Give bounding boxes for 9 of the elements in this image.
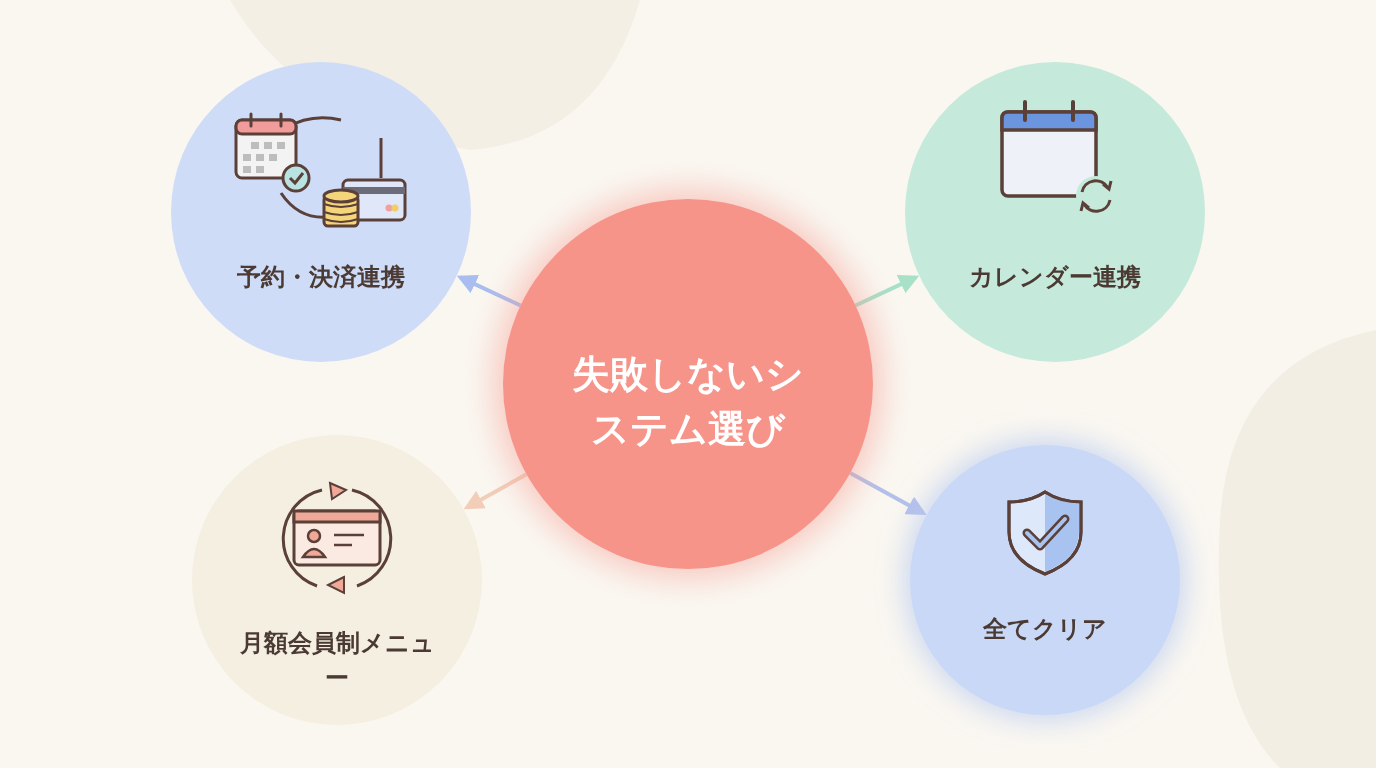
topic-label: カレンダー連携	[968, 262, 1142, 293]
arrow	[456, 275, 522, 308]
arrow	[854, 275, 920, 308]
arrow	[849, 471, 927, 516]
title-label: 失敗しないシステム選び	[571, 351, 805, 454]
arrow	[463, 472, 528, 510]
topic-label: 月額会員制メニュー	[238, 628, 436, 695]
topic-label: 予約・決済連携	[236, 262, 406, 293]
topic-label: 全てクリア	[982, 614, 1108, 646]
